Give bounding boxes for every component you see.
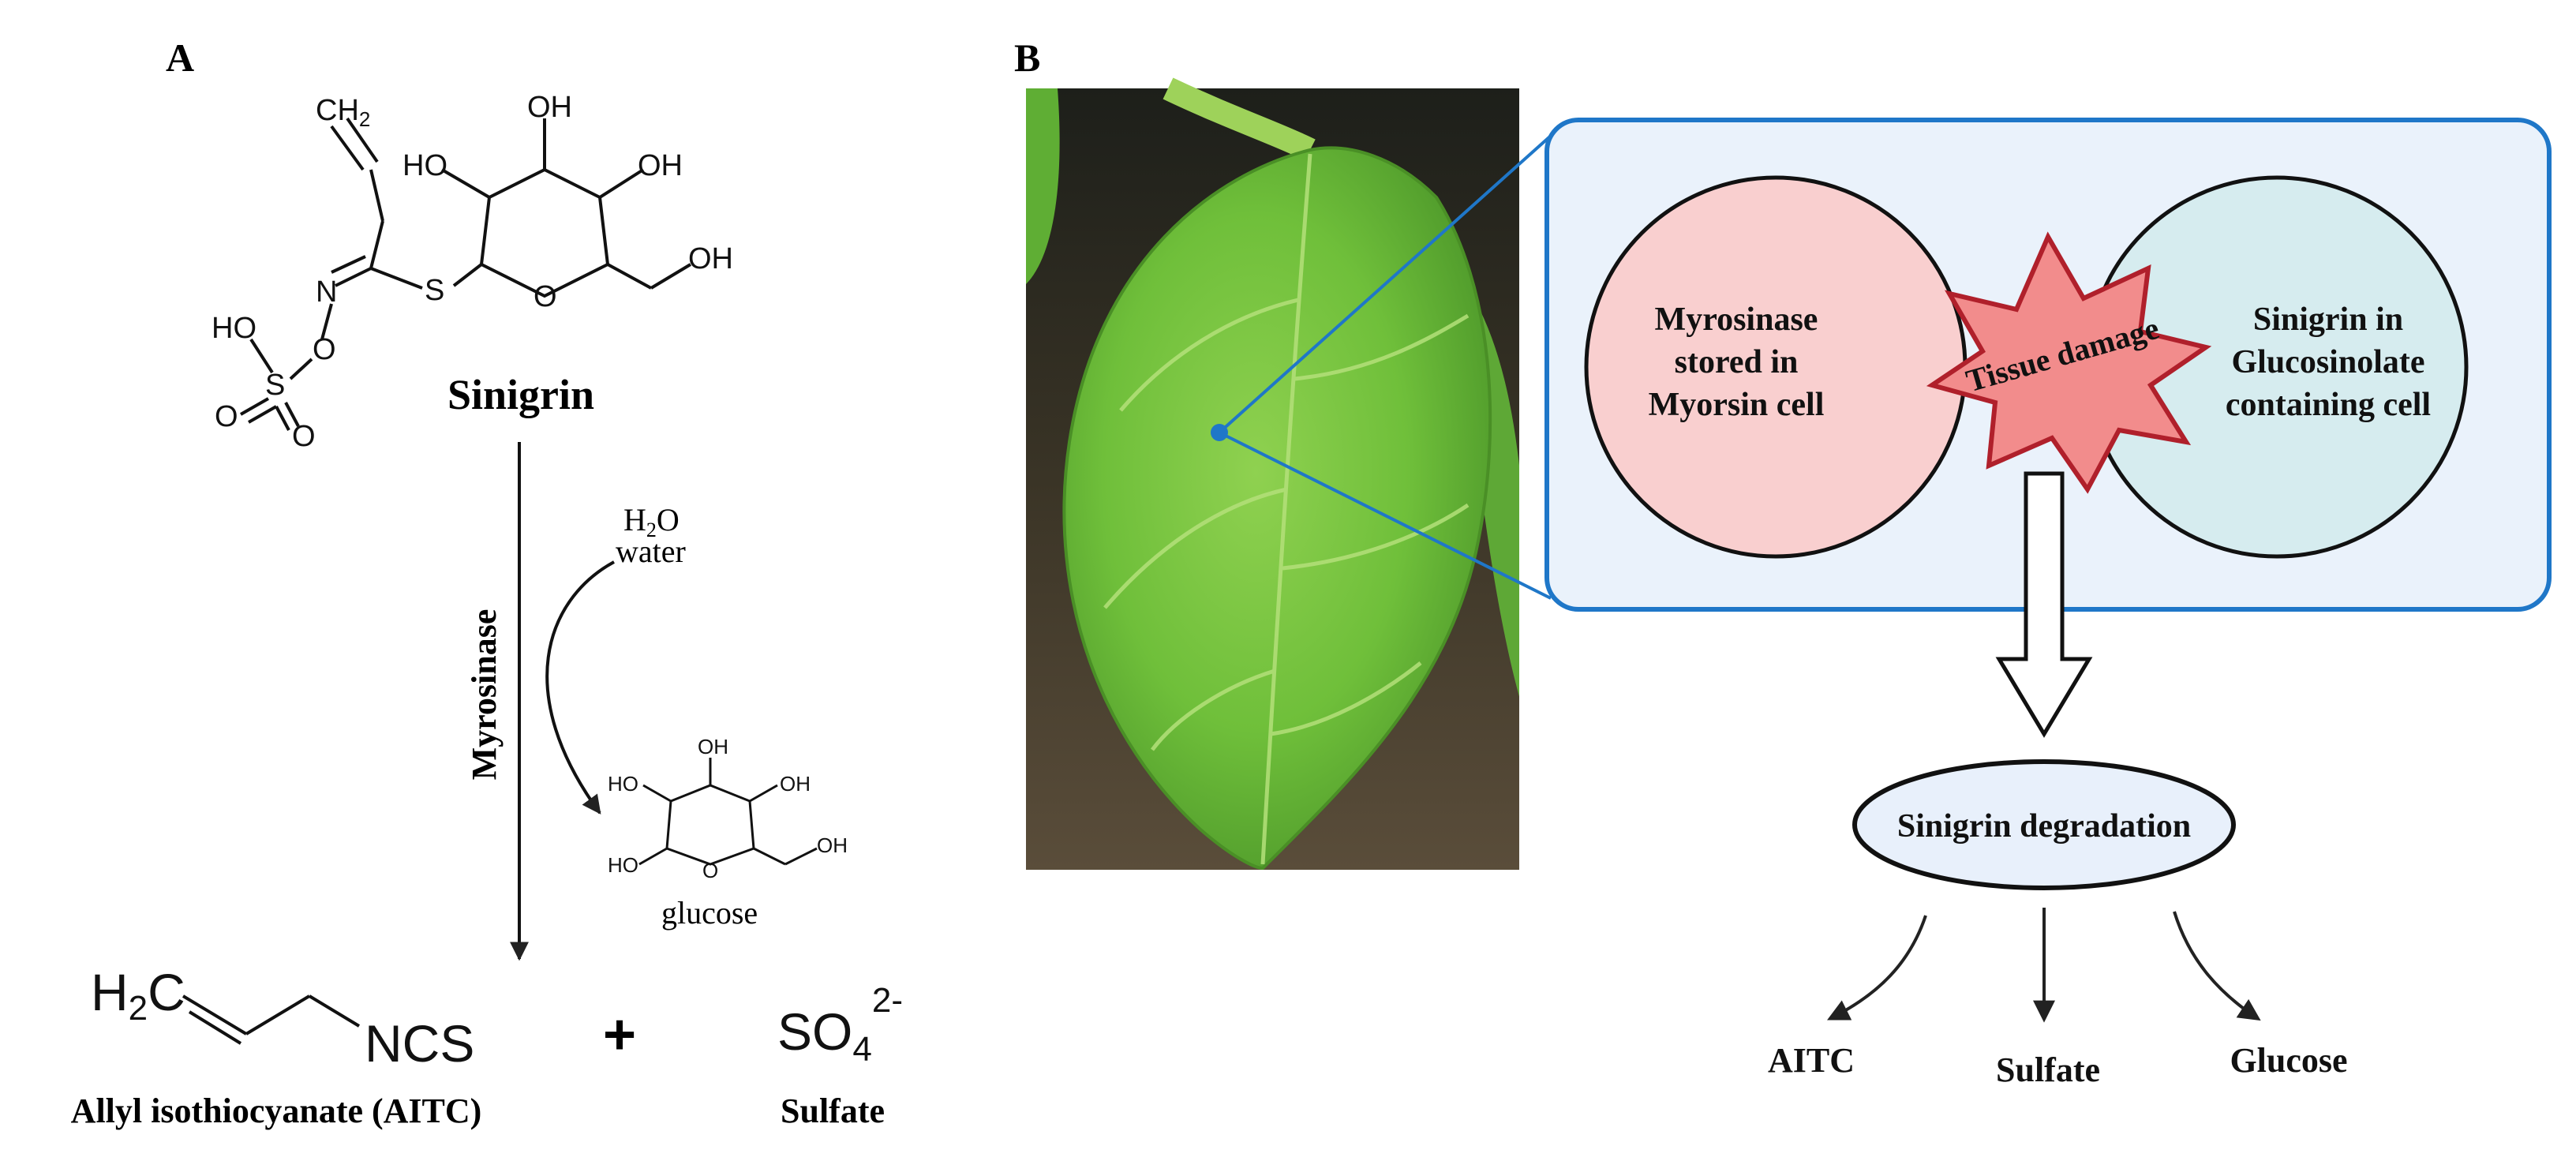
glucosinolate-line-3: containing cell xyxy=(2226,387,2431,423)
glucose-ho-bottom: HO xyxy=(608,853,638,877)
atom-o-double1: O xyxy=(215,400,238,433)
glucose-ring-o: O xyxy=(702,859,718,882)
arrow-to-glucose xyxy=(2173,911,2261,1021)
panel-a-label: A xyxy=(166,36,194,80)
sinigrin-name: Sinigrin xyxy=(447,371,594,418)
myrosin-line-1: Myrosinase xyxy=(1655,301,1818,338)
atom-ch2: CH2 xyxy=(316,94,370,131)
glucosinolate-line-2: Glucosinolate xyxy=(2231,344,2424,380)
aitc-ncs: NCS xyxy=(365,1014,474,1073)
zoom-line-bottom xyxy=(1219,431,1552,600)
leaf-stem xyxy=(1163,77,1316,161)
myrosin-cell-text: Myrosinase stored in Myorsin cell xyxy=(1649,301,1825,423)
aitc-structure xyxy=(182,994,361,1045)
atom-ring-o: O xyxy=(534,280,557,313)
zoom-line-top xyxy=(1218,134,1552,434)
glucose-structure xyxy=(638,758,818,866)
atom-oh-right: OH xyxy=(638,149,683,182)
product-glucose: Glucose xyxy=(2230,1041,2347,1080)
arrow-to-aitc xyxy=(1826,915,1927,1021)
photo-edge xyxy=(1519,87,1526,872)
panel-b-label: B xyxy=(1014,36,1040,80)
leaf-edge-left xyxy=(1026,88,1060,284)
sinigrin-structure xyxy=(240,117,692,431)
degradation-ellipse xyxy=(1852,759,2236,890)
glucosinolate-cell-text: Sinigrin in Glucosinolate containing cel… xyxy=(2226,301,2431,423)
water-label: water xyxy=(616,534,686,569)
product-sulfate: Sulfate xyxy=(1996,1051,2100,1089)
myrosin-line-3: Myorsin cell xyxy=(1649,387,1825,423)
atom-ho-left: HO xyxy=(402,149,447,182)
water-formula: H2O xyxy=(623,502,680,541)
atom-o-link: O xyxy=(313,333,336,366)
tissue-damage-star xyxy=(1926,231,2212,494)
atom-sulfur: S xyxy=(265,369,285,402)
enzyme-label: Myrosinase xyxy=(465,609,504,781)
sulfate-name: Sulfate xyxy=(781,1092,885,1130)
glucose-atoms: OH HO OH HO O OH xyxy=(608,735,848,882)
sinigrin-atoms: CH2 OH HO OH OH O S N O HO S O O xyxy=(212,91,733,453)
aitc-h2c: H2C xyxy=(91,963,185,1028)
water-curved-arrow xyxy=(545,560,615,815)
glucosinolate-line-1: Sinigrin in xyxy=(2253,301,2403,338)
glucose-ho-left: HO xyxy=(608,772,638,796)
atom-oh-top: OH xyxy=(527,91,572,124)
atom-ho-sulfo: HO xyxy=(212,312,256,345)
degradation-label: Sinigrin degradation xyxy=(1897,808,2191,845)
product-aitc: AITC xyxy=(1768,1041,1855,1080)
degradation-arrow xyxy=(1995,471,2093,738)
zoom-point xyxy=(1211,424,1228,441)
leaf-photo xyxy=(1026,77,1526,872)
atom-oh-ch2: OH xyxy=(688,242,733,275)
glucose-oh-ch2: OH xyxy=(817,833,848,857)
aitc-name: Allyl isothiocyanate (AITC) xyxy=(71,1092,482,1130)
atom-o-double2: O xyxy=(292,420,316,453)
atom-n: N xyxy=(316,275,337,309)
glucose-label: glucose xyxy=(661,895,758,931)
glucose-oh-right: OH xyxy=(780,772,811,796)
atom-s-thio: S xyxy=(425,274,444,307)
myrosin-line-2: stored in xyxy=(1675,344,1799,380)
sulfate-formula: SO42- xyxy=(777,981,903,1069)
plus-sign: + xyxy=(603,1003,636,1066)
glucose-oh-top: OH xyxy=(698,735,728,758)
leaf-veins xyxy=(1103,153,1470,865)
